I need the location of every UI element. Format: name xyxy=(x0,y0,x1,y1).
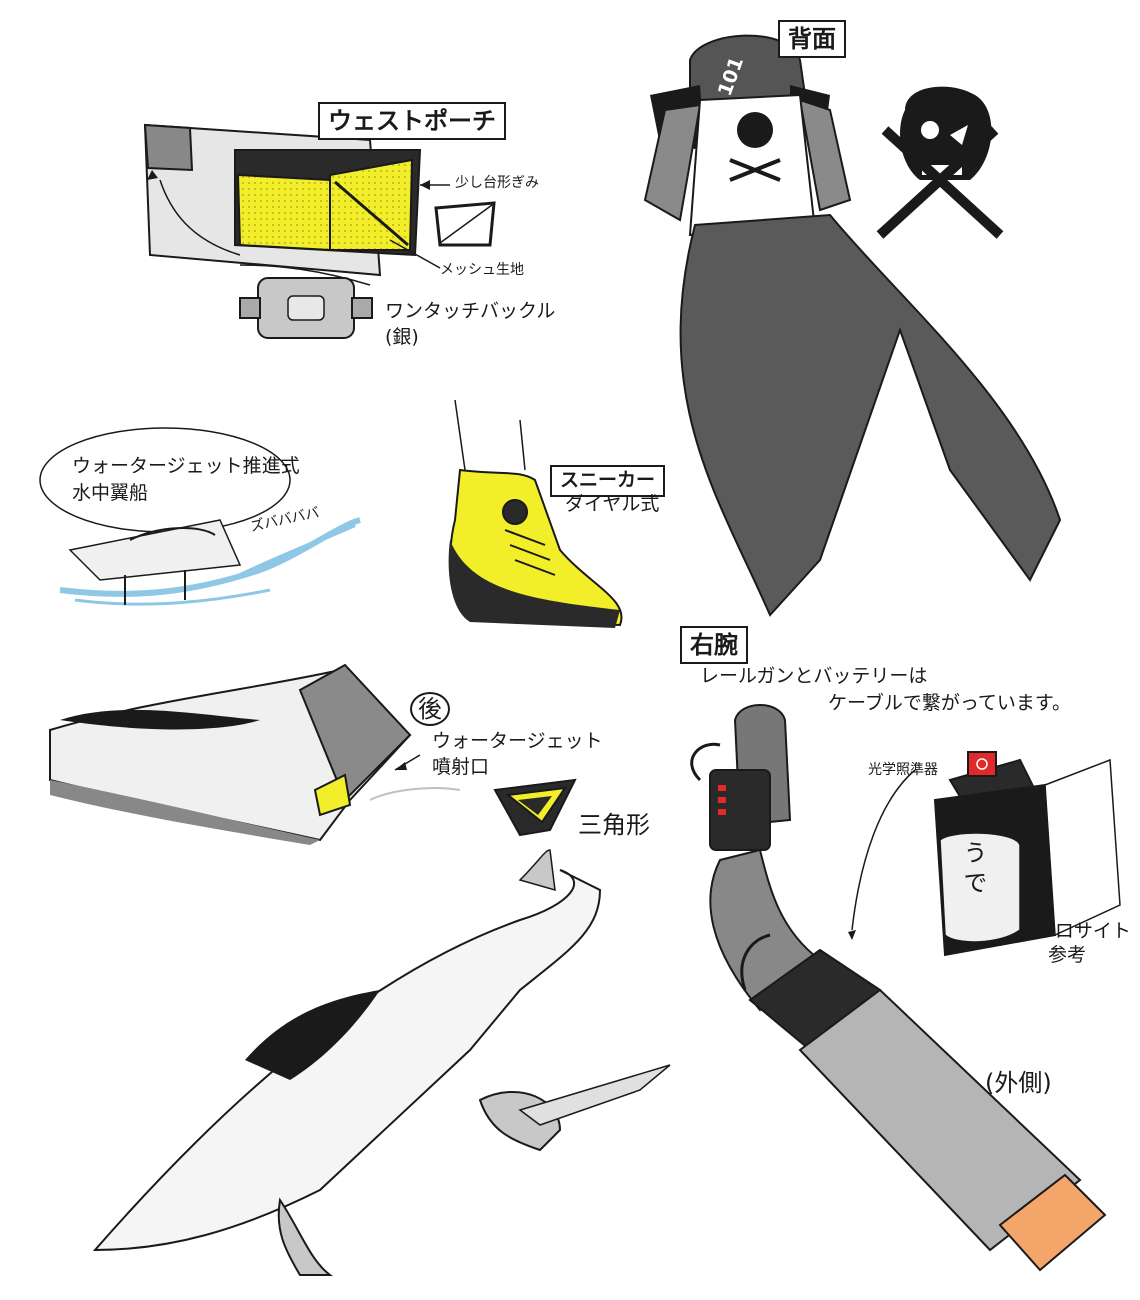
sneaker-title: スニーカー xyxy=(550,465,666,497)
right-arm-drawing xyxy=(690,704,1107,1272)
back-view-drawing xyxy=(643,34,1062,617)
sneaker-dial-note: ダイヤル式 xyxy=(565,493,660,515)
jet-nozzle-label-line2: 噴射口 xyxy=(432,756,490,778)
sneaker-drawing xyxy=(448,399,623,628)
speech-bubble-shape xyxy=(39,427,291,533)
sleeve-text: うで xyxy=(959,840,987,900)
holosight-drawing xyxy=(848,751,1121,957)
back-view-title: 背面 xyxy=(778,20,846,58)
boat-rear-drawing xyxy=(49,663,577,845)
triangle-label: 三角形 xyxy=(578,811,650,839)
buckle-note-material: (銀) xyxy=(385,326,419,348)
holosight-note-line2: 参考 xyxy=(1048,944,1087,966)
trapezoid-note: 少し台形ぎみ xyxy=(455,175,539,191)
waist-pouch-title: ウェストポーチ xyxy=(318,102,506,140)
right-arm-desc-line1: レールガンとバッテリーは xyxy=(700,665,928,687)
large-hydrofoil-drawing xyxy=(92,849,671,1276)
outer-side-label: (外側) xyxy=(985,1069,1052,1097)
holosight-note: ※ホロサイト xyxy=(1020,920,1131,942)
optical-sight-label: 光学照準器 xyxy=(868,762,938,778)
jet-nozzle-label: ウォータージェット xyxy=(432,730,603,752)
speech-bubble-line1: ウォータージェット推進式 xyxy=(72,455,300,477)
small-hydrofoil-drawing xyxy=(59,517,361,606)
right-arm-title: 右腕 xyxy=(680,626,748,664)
speech-bubble-line2: 水中翼船 xyxy=(72,482,149,504)
rear-marker: 後 xyxy=(410,692,450,726)
buckle-note: ワンタッチバックル xyxy=(385,300,556,322)
mesh-note: メッシュ生地 xyxy=(440,262,524,278)
right-arm-desc-line2: ケーブルで繋がっています。 xyxy=(828,692,1072,714)
waist-pouch-drawing xyxy=(143,123,496,339)
